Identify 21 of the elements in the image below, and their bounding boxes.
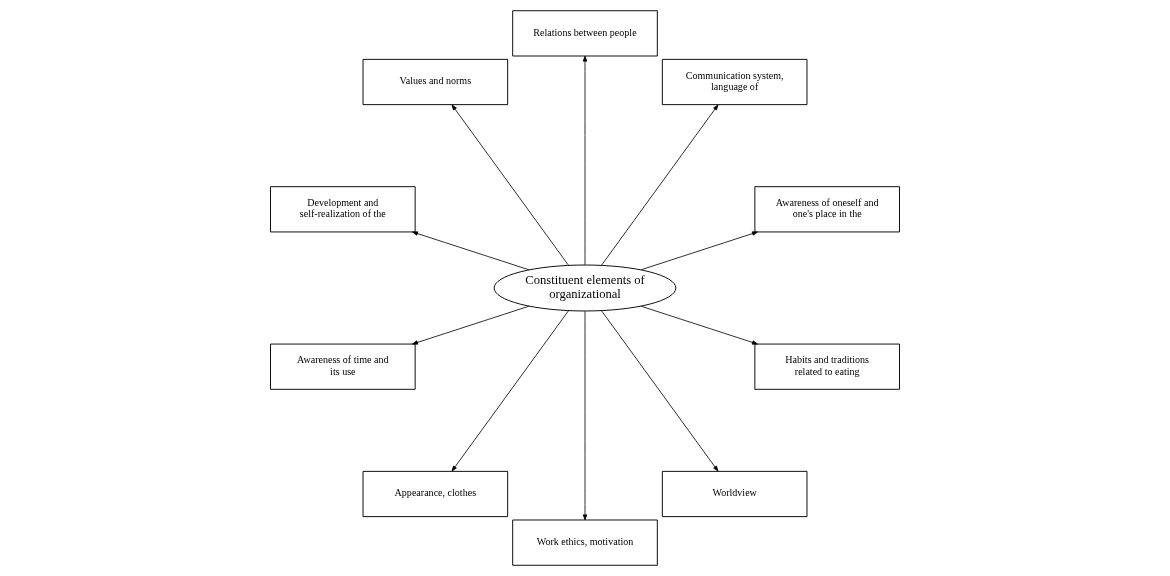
arrow: [412, 231, 530, 271]
arrow: [582, 310, 588, 521]
node-box: Relations between people: [512, 10, 658, 57]
arrow: [412, 305, 530, 345]
arrow: [451, 310, 569, 472]
node-box: Work ethics, motivation: [512, 519, 658, 566]
arrow: [582, 55, 588, 266]
arrow: [601, 310, 719, 472]
node-box: Awareness of oneself and one's place in the: [754, 186, 900, 233]
node-box: Values and norms: [362, 58, 509, 106]
node-box: Awareness of time and its use: [270, 343, 416, 390]
arrow: [451, 104, 569, 266]
node-box: Appearance, clothes: [362, 470, 509, 518]
arrow: [601, 104, 719, 266]
node-box: Development and self-realization of the: [270, 186, 416, 233]
node-box: Worldview: [661, 470, 808, 518]
arrow: [640, 305, 758, 345]
arrow: [640, 231, 758, 271]
node-box: Habits and traditions related to eating: [754, 343, 900, 390]
node-ellipse: Constituent elements of organizational: [493, 264, 677, 312]
node-box: Communication system, language of: [661, 58, 808, 106]
